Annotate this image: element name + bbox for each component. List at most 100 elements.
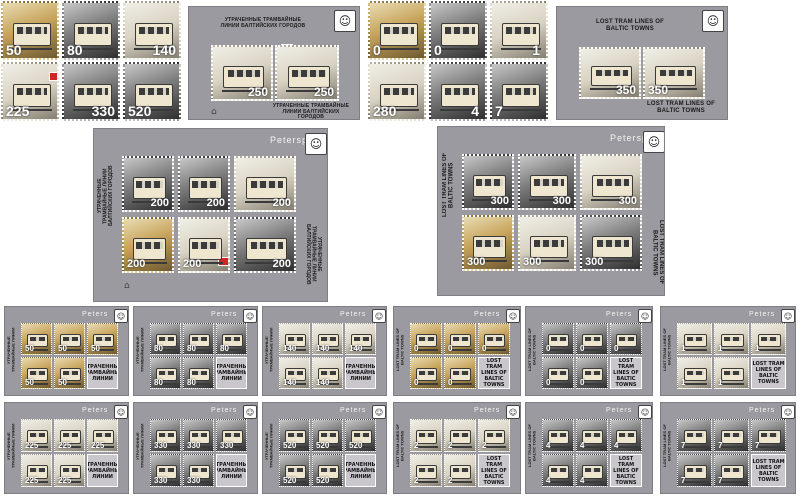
souvenir-stamp-1[interactable]: 250	[211, 45, 273, 101]
small-stamp[interactable]: 520	[279, 419, 310, 452]
small-stamp[interactable]: 0	[410, 357, 442, 389]
small-stamp[interactable]: 2	[444, 454, 476, 487]
small-stamp[interactable]: 140	[345, 323, 376, 355]
small-stamp[interactable]: 7	[714, 454, 749, 487]
small-stamp[interactable]: 140	[279, 357, 310, 389]
small-stamp[interactable]: 4	[576, 454, 608, 487]
small-stamp[interactable]: 520	[312, 454, 343, 487]
small-stamp[interactable]: 0	[576, 357, 608, 389]
small-stamp[interactable]: 50	[21, 323, 52, 355]
small-stamp[interactable]: 80	[183, 357, 214, 389]
stamp-140[interactable]: 140	[123, 1, 181, 60]
souvenir-stamp-1[interactable]: 350	[579, 47, 641, 99]
stamp-300-1[interactable]: 300	[462, 154, 514, 210]
small-stamp[interactable]: 80	[183, 323, 214, 355]
small-stamp[interactable]: 520	[312, 419, 343, 452]
stamp-0-dark[interactable]: 0	[429, 1, 487, 60]
souvenir-stamp-2[interactable]: 250	[275, 45, 339, 101]
small-stamp[interactable]: 4	[576, 419, 608, 452]
stamp-80[interactable]: 80	[62, 1, 120, 60]
small-stamp[interactable]: 1	[714, 323, 749, 355]
small-stamp[interactable]: 330	[183, 454, 214, 487]
stamp-300-5[interactable]: 300	[518, 215, 576, 271]
stamp-300-6[interactable]: 300	[580, 215, 642, 271]
stamp-200-4[interactable]: 200	[122, 217, 174, 273]
small-stamp[interactable]: 0	[610, 323, 642, 355]
small-stamp[interactable]: 1	[714, 357, 749, 389]
stamp-50[interactable]: 50	[1, 1, 59, 60]
small-stamp[interactable]: 1	[677, 323, 712, 355]
stamp-value: 300	[490, 195, 509, 207]
stamp-200-6[interactable]: 200	[234, 217, 296, 273]
stamp-value: 2	[414, 476, 419, 485]
stamp-330[interactable]: 330	[62, 62, 120, 121]
souvenir-stamp-2[interactable]: 350	[643, 47, 705, 99]
small-stamp[interactable]: 80	[150, 323, 181, 355]
small-stamp[interactable]: 50	[87, 323, 118, 355]
stamp-value: 4	[471, 103, 479, 119]
small-stamp[interactable]: 225	[54, 454, 85, 487]
small-stamp[interactable]: 7	[751, 419, 786, 452]
small-stamp[interactable]: 140	[279, 323, 310, 355]
stamp-280[interactable]: 280	[368, 62, 426, 121]
small-stamp[interactable]: 225	[21, 454, 52, 487]
small-stamp[interactable]: 4	[542, 419, 574, 452]
small-stamp[interactable]: 4	[542, 454, 574, 487]
small-stamp[interactable]: 2	[410, 454, 442, 487]
stamp-7[interactable]: 7	[490, 62, 548, 121]
small-stamp[interactable]: 225	[21, 419, 52, 452]
stamp-225[interactable]: 225	[1, 62, 59, 121]
small-stamp[interactable]: 140	[312, 357, 343, 389]
small-stamp[interactable]: 0	[542, 357, 574, 389]
small-stamp[interactable]: 2	[410, 419, 442, 452]
stamp-200-5[interactable]: 200	[178, 217, 230, 273]
stamp-520[interactable]: 520	[123, 62, 181, 121]
stamp-value: 7	[718, 476, 723, 485]
small-stamp[interactable]: 140	[312, 323, 343, 355]
stamp-0-gold[interactable]: 0	[368, 1, 426, 60]
stamp-value: 200	[206, 197, 225, 209]
small-stamp[interactable]: 225	[87, 419, 118, 452]
stamp-200-1[interactable]: 200	[122, 156, 174, 212]
stamp-200-2[interactable]: 200	[178, 156, 230, 212]
small-stamp[interactable]: 0	[576, 323, 608, 355]
small-stamp[interactable]: 520	[279, 454, 310, 487]
stamp-300-4[interactable]: 300	[462, 215, 514, 271]
vertical-title: LOST TRAM LINES OF BALTIC TOWNS	[527, 424, 537, 468]
small-stamp[interactable]: 0	[478, 323, 510, 355]
small-stamp[interactable]: 225	[54, 419, 85, 452]
stamp-300-2[interactable]: 300	[518, 154, 576, 210]
small-stamp[interactable]: 0	[410, 323, 442, 355]
small-stamp[interactable]: 7	[677, 454, 712, 487]
small-stamp[interactable]: 0	[444, 357, 476, 389]
stamp-200-3[interactable]: 200	[234, 156, 296, 212]
small-stamp[interactable]: 80	[216, 323, 247, 355]
small-stamp[interactable]: 520	[345, 419, 376, 452]
tram-illustration	[582, 334, 604, 352]
small-stamp[interactable]: 0	[444, 323, 476, 355]
tram-illustration	[318, 465, 339, 483]
small-stamp[interactable]: 1	[751, 323, 786, 355]
small-stamp[interactable]: 2	[478, 419, 510, 452]
small-stamp[interactable]: 2	[444, 419, 476, 452]
stamp-300-3[interactable]: 300	[580, 154, 642, 210]
small-stamp[interactable]: 7	[714, 419, 749, 452]
small-stamp[interactable]: 50	[54, 323, 85, 355]
stamp-value: 0	[482, 344, 487, 353]
small-stamp[interactable]: 50	[21, 357, 52, 389]
small-stamp[interactable]: 7	[677, 419, 712, 452]
small-stamp[interactable]: 1	[677, 357, 712, 389]
small-stamp[interactable]: 330	[216, 419, 247, 452]
small-stamp[interactable]: 0	[542, 323, 574, 355]
small-stamp[interactable]: 330	[150, 419, 181, 452]
stamp-4[interactable]: 4	[429, 62, 487, 121]
stamp-value: 200	[183, 258, 202, 270]
small-stamp[interactable]: 80	[150, 357, 181, 389]
small-stamp[interactable]: 330	[150, 454, 181, 487]
small-stamp[interactable]: 330	[183, 419, 214, 452]
small-stamp[interactable]: 4	[610, 419, 642, 452]
stamp-1[interactable]: 1	[490, 1, 548, 60]
small-stamp[interactable]: 50	[54, 357, 85, 389]
